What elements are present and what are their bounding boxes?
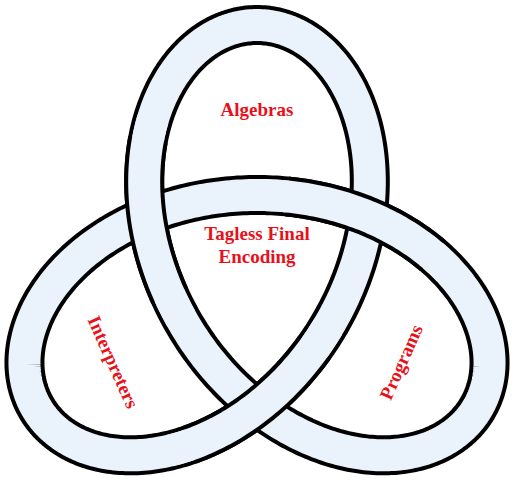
region-label: Tagless Final Encoding bbox=[182, 223, 332, 269]
knot-crossing-band bbox=[144, 119, 181, 319]
knot-crossing-band bbox=[170, 327, 329, 451]
knot-outline bbox=[24, 25, 489, 455]
region-label: Interpreters bbox=[81, 312, 142, 412]
region-label: Algebras bbox=[221, 99, 294, 122]
region-label: Programs bbox=[375, 321, 428, 403]
knot-band bbox=[24, 25, 489, 455]
